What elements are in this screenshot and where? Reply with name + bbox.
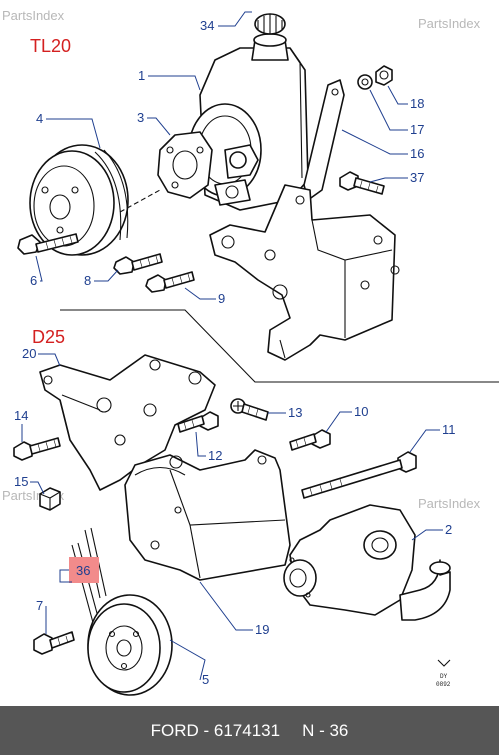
power-steering-pump-reservoir bbox=[119, 13, 309, 213]
footer-part-reference: FORD - 6174131 bbox=[150, 720, 281, 740]
callout-34: 34 bbox=[200, 11, 252, 33]
bolt-13 bbox=[230, 398, 269, 421]
bolt-37 bbox=[339, 171, 385, 195]
section-divider bbox=[60, 309, 499, 383]
watermark-top-left: PartsIndex bbox=[2, 8, 65, 23]
callout-13: 13 bbox=[268, 405, 302, 420]
callout-15: 15 bbox=[14, 474, 45, 495]
bracket-20 bbox=[39, 354, 216, 491]
bracket-strap-16 bbox=[303, 79, 345, 201]
callout-14: 14 bbox=[14, 408, 28, 442]
callout-17: 17 bbox=[369, 89, 424, 137]
bolt-10 bbox=[289, 429, 331, 451]
part-reference-footer: FORD - 6174131 N - 36 bbox=[0, 706, 499, 755]
callout-3: 3 bbox=[137, 110, 171, 136]
callout-6: 6 bbox=[30, 255, 43, 288]
callout-label: 18 bbox=[410, 96, 424, 111]
callout-label: 1 bbox=[138, 68, 145, 83]
callout-label: 12 bbox=[208, 448, 222, 463]
callout-label: 34 bbox=[200, 18, 214, 33]
callout-36-highlight bbox=[69, 557, 99, 583]
callout-7: 7 bbox=[36, 598, 47, 634]
callout-label: 36 bbox=[76, 563, 90, 578]
pulley-5 bbox=[87, 594, 173, 696]
watermark-mid-right: PartsIndex bbox=[418, 496, 481, 511]
stamp-line-1: DY bbox=[440, 673, 448, 680]
bolt-8 bbox=[113, 253, 163, 275]
callout-12: 12 bbox=[195, 431, 222, 463]
callout-label: 13 bbox=[288, 405, 302, 420]
bolt-12 bbox=[177, 411, 219, 433]
callout-label: 5 bbox=[202, 672, 209, 687]
drawing-reference-stamp: DY 0892 bbox=[436, 659, 451, 688]
callout-4: 4 bbox=[36, 111, 101, 149]
callout-20: 20 bbox=[22, 346, 61, 367]
pulley-4 bbox=[29, 144, 129, 256]
callout-label: 19 bbox=[255, 622, 269, 637]
bolt-7 bbox=[33, 631, 75, 655]
bolt-11 bbox=[301, 451, 417, 499]
callout-1: 1 bbox=[138, 68, 201, 91]
bolt-9 bbox=[145, 271, 195, 293]
callout-label: 2 bbox=[445, 522, 452, 537]
callout-19: 19 bbox=[199, 581, 269, 637]
bolt-6 bbox=[17, 233, 79, 255]
callout-label: 7 bbox=[36, 598, 43, 613]
nut-18 bbox=[375, 65, 393, 86]
callout-37: 37 bbox=[369, 170, 424, 185]
callout-5: 5 bbox=[169, 639, 209, 687]
callout-8: 8 bbox=[84, 269, 119, 288]
section-label-tl20: TL20 bbox=[30, 36, 71, 56]
callout-9: 9 bbox=[184, 287, 225, 306]
nut-15 bbox=[39, 487, 61, 511]
bolt-14 bbox=[13, 437, 61, 461]
callout-label: 15 bbox=[14, 474, 28, 489]
callout-label: 11 bbox=[442, 422, 456, 437]
exploded-parts-diagram: PartsIndex PartsIndex PartsIndex PartsIn… bbox=[2, 8, 499, 696]
callout-label: 37 bbox=[410, 170, 424, 185]
mounting-bracket-upper bbox=[209, 184, 400, 361]
callout-label: 3 bbox=[137, 110, 144, 125]
callout-10: 10 bbox=[325, 404, 368, 433]
callout-label: 6 bbox=[30, 273, 37, 288]
section-label-d25: D25 bbox=[32, 327, 65, 347]
callout-label: 17 bbox=[410, 122, 424, 137]
callout-label: 8 bbox=[84, 273, 91, 288]
callout-16: 16 bbox=[341, 129, 424, 161]
footer-position: N - 36 bbox=[302, 720, 349, 740]
callout-label: 4 bbox=[36, 111, 43, 126]
callout-label: 14 bbox=[14, 408, 28, 423]
callout-label: 9 bbox=[218, 291, 225, 306]
bracket-19 bbox=[124, 449, 291, 581]
stamp-line-2: 0892 bbox=[436, 681, 451, 688]
callout-2: 2 bbox=[411, 522, 452, 541]
callout-11: 11 bbox=[409, 422, 456, 453]
pump-2 bbox=[283, 504, 451, 621]
callout-label: 20 bbox=[22, 346, 36, 361]
washer-17 bbox=[357, 74, 373, 90]
callout-label: 10 bbox=[354, 404, 368, 419]
callout-label: 16 bbox=[410, 146, 424, 161]
callout-18: 18 bbox=[387, 85, 424, 111]
callout-36: 36 bbox=[59, 557, 99, 583]
watermark-top-right: PartsIndex bbox=[418, 16, 481, 31]
